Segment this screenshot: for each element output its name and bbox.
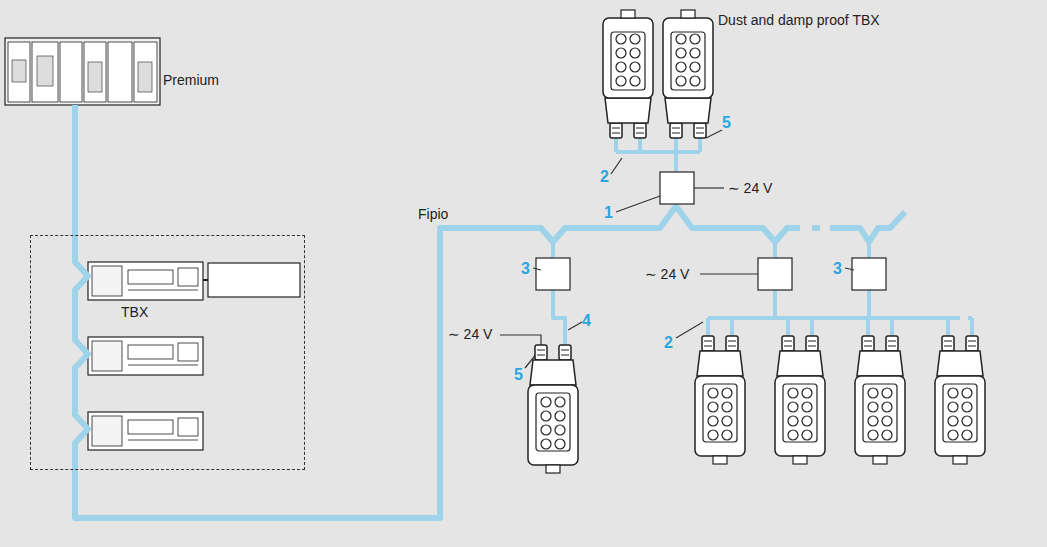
callout-number: 2	[664, 334, 673, 351]
callout-number: 5	[722, 114, 731, 131]
tbx-group: TBX	[30, 235, 305, 470]
callout-number: 1	[604, 204, 613, 221]
fipio-bus	[75, 138, 972, 518]
fipio-link	[72, 105, 78, 235]
node-label: TBX	[121, 304, 148, 320]
node-label: Premium	[163, 72, 219, 88]
callout-number: 3	[521, 260, 530, 277]
callout-number: 4	[582, 312, 591, 329]
text-label: Fipio	[418, 206, 448, 223]
callout-number: 5	[514, 366, 523, 383]
text-label: ∼ 24 V	[645, 266, 689, 283]
text-label: ∼ 24 V	[728, 180, 772, 197]
text-label: Dust and damp proof TBX	[718, 12, 880, 29]
callout-number: 3	[833, 260, 842, 277]
plc-node: Premium	[5, 38, 160, 105]
callout-number: 2	[600, 168, 609, 185]
premium-plc	[5, 38, 160, 105]
text-label: ∼ 24 V	[448, 326, 492, 343]
